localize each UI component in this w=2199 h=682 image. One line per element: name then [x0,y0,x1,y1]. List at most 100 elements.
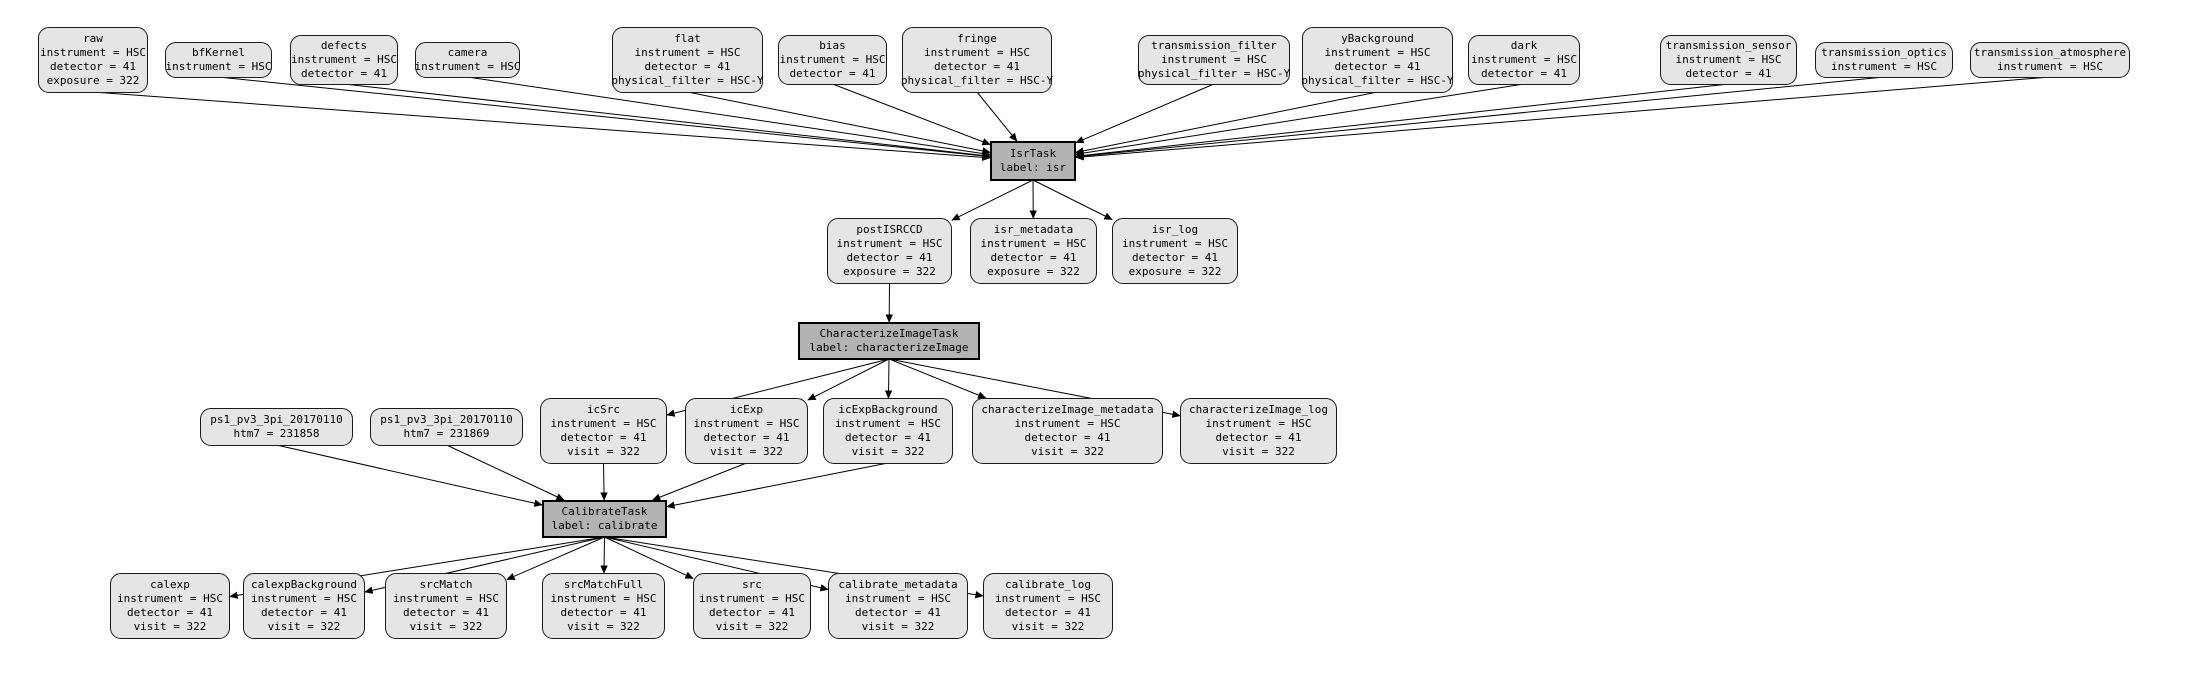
node-title: IsrTask [1009,147,1057,160]
node-attribute: exposure = 322 [1128,265,1222,278]
node-title: defects [320,39,368,52]
node-title: characterizeImage_metadata [981,403,1154,416]
node-attribute: instrument = HSC [40,46,146,59]
node-title: ps1_pv3_3pi_20170110 [380,413,513,426]
edge-transmission_filter-to-isr [1075,83,1215,144]
node-attribute: detector = 41 [560,606,647,619]
edge-bias-to-isr [832,83,991,146]
node-title: flat [674,32,701,45]
node-title: ps1_pv3_3pi_20170110 [210,413,343,426]
node-title: icExpBackground [838,403,938,416]
node-attribute: instrument = HSC [1161,53,1267,66]
node-attribute: instrument = HSC [393,592,499,605]
node-title: calexp [150,578,190,591]
node-title: icExp [729,403,764,416]
node-attribute: instrument = HSC [634,46,741,59]
node-attribute: instrument = HSC [924,46,1030,59]
edge-transmission_sensor-to-isr [1075,83,1729,160]
node-attribute: instrument = HSC [836,237,943,250]
node-attribute: detector = 41 [1215,431,1302,444]
node-attribute: detector = 41 [708,606,796,619]
node-title: CharacterizeImageTask [819,327,959,340]
node-attribute: instrument = HSC [1122,237,1228,250]
node-attribute: instrument = HSC [1997,60,2103,73]
node-title: src [742,578,762,591]
edge-calibrate-to-srcMatch [506,536,605,580]
node-title: camera [447,46,488,59]
node-attribute: physical_filter = HSC-Y [1137,67,1291,80]
node-attribute: visit = 322 [715,620,789,633]
node-attribute: label: isr [999,161,1067,174]
node-attribute: instrument = HSC [699,592,805,605]
node-attribute: instrument = HSC [165,60,272,73]
node-attribute: instrument = HSC [845,592,951,605]
edge-ps1_htm7_231858-to-calibrate [276,444,543,507]
node-title: CalibrateTask [561,505,648,518]
node-title: isr_log [1151,223,1199,236]
node-attribute: instrument = HSC [779,53,886,66]
node-attribute: detector = 41 [402,606,490,619]
node-attribute: htm7 = 231858 [233,427,320,440]
node-attribute: instrument = HSC [1831,60,1937,73]
node-attribute: physical_filter = HSC-Y [1301,74,1454,87]
node-attribute: exposure = 322 [46,74,140,87]
node-title: calibrate_metadata [838,578,958,591]
edge-defects-to-isr [343,83,991,160]
node-attribute: detector = 41 [1004,606,1092,619]
edge-camera-to-isr [467,76,991,158]
node-attribute: visit = 322 [1011,620,1085,633]
node-attribute: instrument = HSC [414,60,521,73]
node-attribute: detector = 41 [933,60,1021,73]
node-attribute: label: characterizeImage [809,341,969,354]
node-attribute: detector = 41 [789,67,876,80]
node-attribute: visit = 322 [567,445,640,458]
node-attribute: exposure = 322 [987,265,1080,278]
node-attribute: instrument = HSC [980,237,1087,250]
edge-characterizeImage-to-icExp [807,358,890,401]
node-attribute: instrument = HSC [1324,46,1431,59]
node-attribute: visit = 322 [1222,445,1295,458]
node-attribute: detector = 41 [300,67,388,80]
node-attribute: visit = 322 [267,620,341,633]
node-attribute: detector = 41 [1131,251,1219,264]
node-title: calibrate_log [1004,578,1092,591]
node-attribute: visit = 322 [133,620,207,633]
node-attribute: physical_filter = HSC-Y [900,74,1054,87]
node-attribute: detector = 41 [844,431,932,444]
node-attribute: visit = 322 [710,445,783,458]
node-title: yBackground [1341,32,1414,45]
node-title: dark [1510,39,1538,52]
edge-characterizeImage-to-icExpBackground [884,358,893,399]
node-attribute: detector = 41 [846,251,933,264]
node-attribute: detector = 41 [854,606,942,619]
node-attribute: instrument = HSC [1471,53,1577,66]
edge-transmission_atmosphere-to-isr [1075,76,2051,161]
node-title: bias [819,39,846,52]
node-title: fringe [957,32,997,45]
node-attribute: detector = 41 [560,431,647,444]
node-attribute: detector = 41 [990,251,1077,264]
node-title: transmission_optics [1821,46,1947,59]
node-title: srcMatchFull [563,578,644,591]
node-attribute: visit = 322 [851,445,925,458]
node-attribute: instrument = HSC [1014,417,1121,430]
node-attribute: instrument = HSC [995,592,1101,605]
edge-transmission_optics-to-isr [1075,76,1885,160]
edge-isr-to-postISRCCD [951,179,1034,221]
